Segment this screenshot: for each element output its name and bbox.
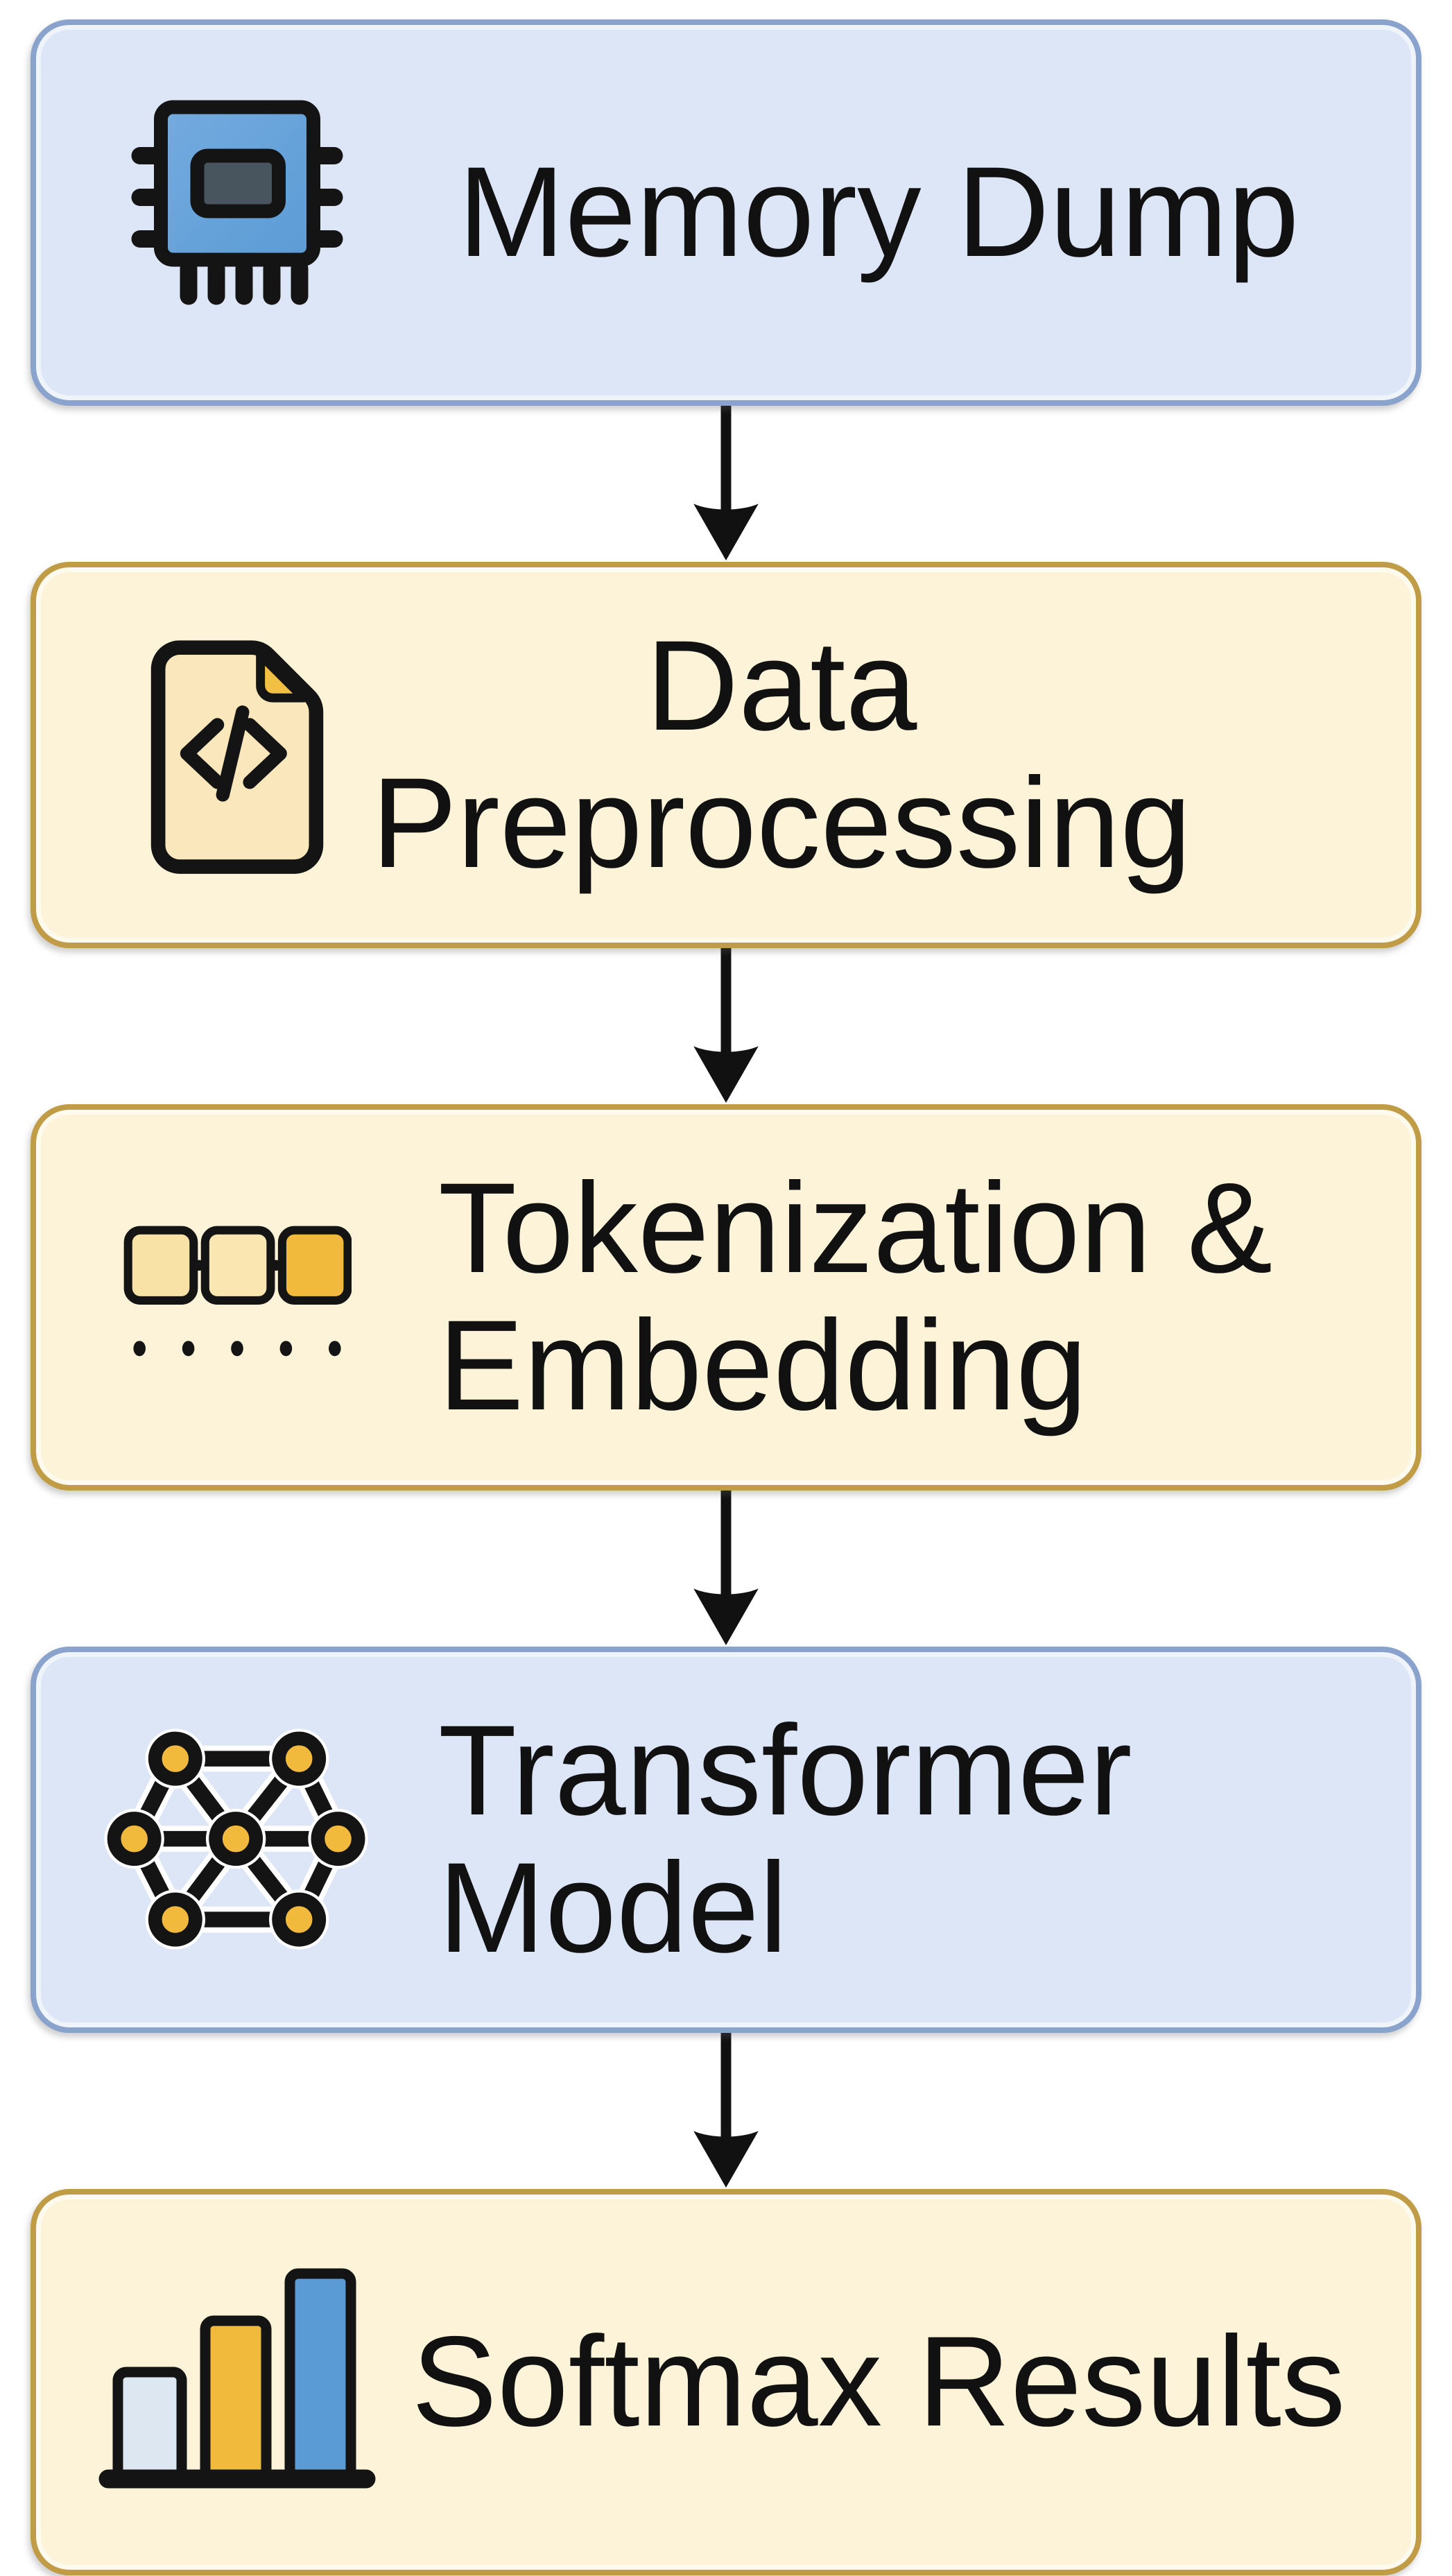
node-memory-dump: Memory Dump	[31, 19, 1421, 406]
arrow-down-icon	[693, 2033, 759, 2188]
tokens-icon	[98, 1225, 376, 1370]
node-label-line2: Embedding	[438, 1294, 1087, 1437]
node-label-line1: Softmax Results	[411, 2310, 1346, 2453]
node-label-line1: Transformer	[438, 1699, 1132, 1842]
node-tokenization-embedding: Tokenization & Embedding	[31, 1104, 1421, 1491]
node-label: Tokenization & Embedding	[376, 1160, 1354, 1435]
node-data-preprocessing: Data Preprocessing	[31, 562, 1421, 948]
code-file-icon-svg	[150, 639, 324, 874]
node-label-line1: Tokenization &	[438, 1156, 1273, 1300]
bar-chart-icon	[98, 2268, 376, 2497]
flow-arrow-3	[31, 1491, 1421, 1647]
code-file-icon	[98, 633, 376, 877]
node-label-line2: Preprocessing	[371, 751, 1192, 895]
node-softmax-results: Softmax Results	[31, 2189, 1421, 2575]
flow-arrow-4	[31, 2033, 1421, 2189]
node-label-line1: Data	[646, 614, 917, 757]
flow-arrow-2	[31, 948, 1421, 1104]
node-label-line1: Memory Dump	[458, 140, 1299, 284]
node-label: Memory Dump	[376, 144, 1354, 282]
tokens-icon-svg	[123, 1226, 352, 1357]
node-label: Data Preprocessing	[98, 614, 1354, 895]
network-icon	[98, 1723, 376, 1957]
node-label: Softmax Results	[376, 2310, 1354, 2453]
flow-arrow-1	[31, 406, 1421, 562]
network-icon-svg	[104, 1728, 368, 1950]
chip-icon	[98, 89, 376, 336]
node-label-line2: Model	[438, 1836, 788, 1980]
chip-icon-svg	[131, 100, 343, 304]
arrow-down-icon	[693, 948, 759, 1104]
node-transformer-model: Transformer Model	[31, 1647, 1421, 2033]
node-label: Transformer Model	[376, 1699, 1354, 1980]
arrow-down-icon	[693, 406, 759, 561]
arrow-down-icon	[693, 1491, 759, 1646]
bar-chart-icon-svg	[98, 2268, 376, 2488]
